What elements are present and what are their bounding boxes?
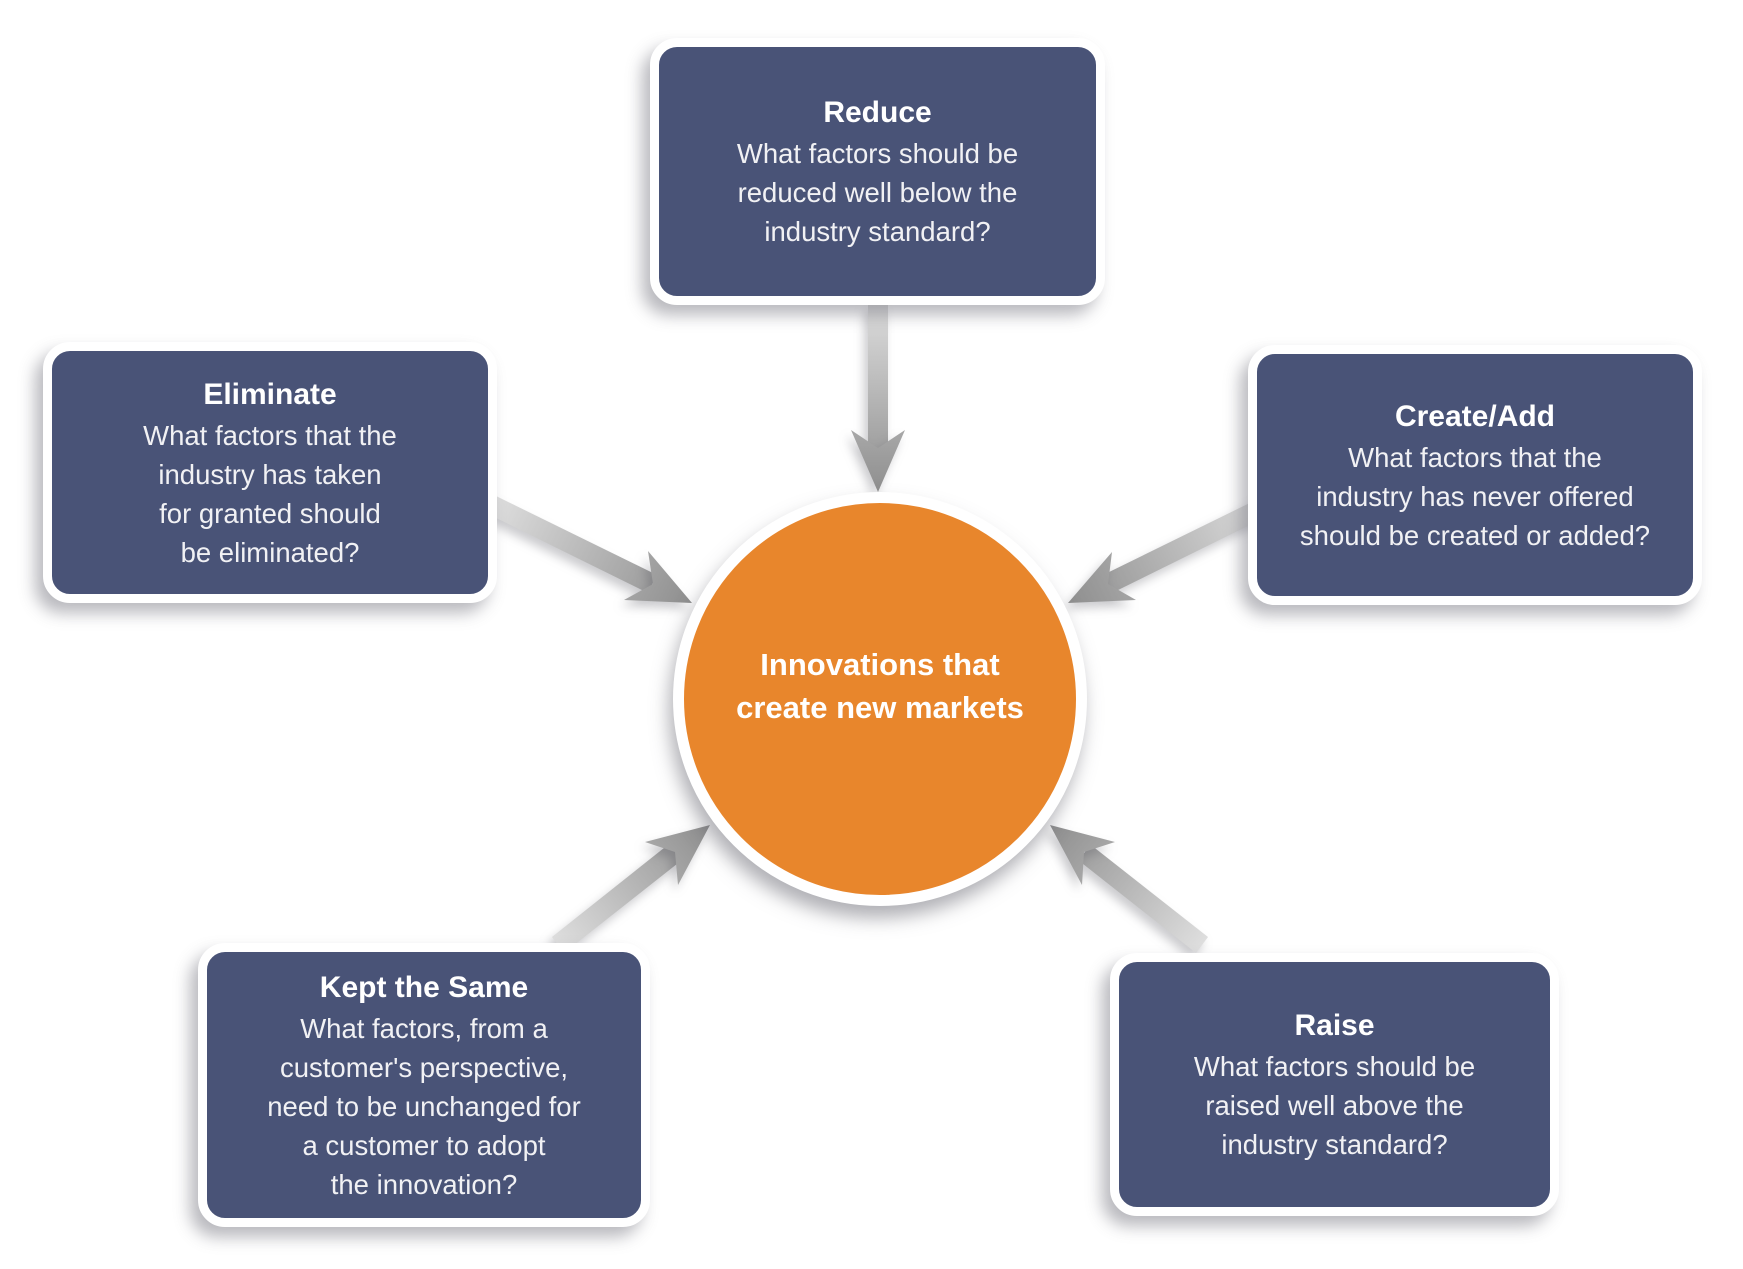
node-create-add: Create/Add What factors that the industr…: [1248, 345, 1702, 605]
node-reduce-body-line: What factors should be: [736, 138, 1019, 169]
node-create-add-title: Create/Add: [1394, 399, 1556, 433]
node-kept-the-same-body-line: What factors, from a: [300, 1012, 548, 1044]
arrow-kept-same-to-center: [552, 825, 710, 953]
node-raise-body-line: raised well above the: [1205, 1090, 1464, 1121]
node-kept-the-same: Kept the Same What factors, from a custo…: [198, 943, 650, 1227]
node-kept-the-same-title: Kept the Same: [319, 970, 529, 1004]
node-eliminate-body-line: be eliminated?: [180, 536, 360, 568]
node-create-add-body-line: What factors that the: [1348, 441, 1602, 473]
center-circle-label-line: create new markets: [736, 690, 1024, 725]
center-circle: Innovations that create new markets: [673, 492, 1087, 906]
node-raise: Raise What factors should be raised well…: [1110, 953, 1559, 1216]
arrow-eliminate-to-center: [488, 496, 692, 603]
center-circle-label-line: Innovations that: [760, 647, 1000, 682]
arrow-create-add-to-center: [1068, 496, 1272, 603]
node-eliminate-title: Eliminate: [203, 377, 337, 411]
node-kept-the-same-body-line: customer's perspective,: [280, 1051, 568, 1083]
node-kept-the-same-body-line: a customer to adopt: [302, 1129, 546, 1161]
node-reduce-body-line: industry standard?: [764, 216, 991, 247]
node-reduce-title: Reduce: [823, 96, 932, 129]
node-eliminate-body-line: What factors that the: [143, 419, 397, 451]
node-reduce: Reduce What factors should be reduced we…: [650, 38, 1105, 305]
node-raise-body-line: What factors should be: [1193, 1051, 1476, 1082]
node-kept-the-same-body-line: the innovation?: [330, 1168, 518, 1200]
node-create-add-body-line: should be created or added?: [1299, 519, 1651, 551]
node-reduce-body-line: reduced well below the: [737, 177, 1018, 208]
node-create-add-body-line: industry has never offered: [1316, 480, 1634, 512]
node-kept-the-same-body-line: need to be unchanged for: [267, 1090, 581, 1122]
arrow-raise-to-center: [1050, 825, 1208, 953]
arrow-reduce-to-center: [851, 305, 905, 492]
node-raise-title: Raise: [1294, 1009, 1375, 1042]
node-raise-body-line: industry standard?: [1221, 1129, 1448, 1160]
node-eliminate-body-line: for granted should: [159, 497, 381, 529]
node-eliminate: Eliminate What factors that the industry…: [43, 342, 497, 603]
node-eliminate-body-line: industry has taken: [158, 458, 382, 490]
